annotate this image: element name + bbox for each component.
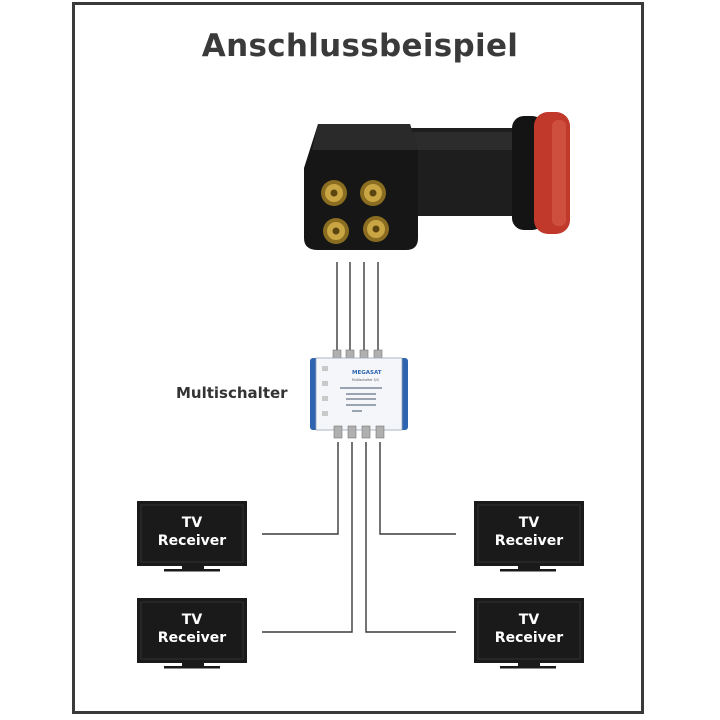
switch-model: Multischalter 5/4 — [352, 378, 379, 382]
tv-neck — [518, 566, 540, 569]
switch-brand: MEGASAT — [352, 370, 382, 376]
tv-neck — [182, 566, 204, 569]
tv-receiver: TV Receiver — [137, 501, 247, 572]
tv-label-line1: TV — [519, 612, 540, 628]
switch-print-marks — [340, 387, 382, 412]
tv-bezel — [140, 601, 244, 660]
tv-label-line2: Receiver — [158, 533, 226, 549]
lnb-connector — [363, 216, 389, 242]
tv-label-line2: Receiver — [495, 630, 563, 646]
receiver-cables — [262, 442, 456, 633]
tv-neck — [182, 663, 204, 666]
tv-foot — [164, 666, 220, 669]
cable — [262, 442, 339, 535]
tv-screen — [474, 501, 584, 566]
lnb-body-highlight — [400, 132, 530, 150]
switch-output-connectors — [333, 425, 385, 439]
tv-screen — [137, 598, 247, 663]
tv-receiver: TV Receiver — [137, 598, 247, 669]
lnb-cap — [534, 112, 570, 234]
tv-label-line1: TV — [519, 515, 540, 531]
lnb-connector — [321, 180, 347, 206]
quad-lnb-icon — [304, 112, 570, 250]
tv-foot — [500, 569, 556, 572]
multiswitch-icon: MEGASAT Multischalter 5/4 — [310, 349, 408, 439]
lnb-cables — [336, 262, 379, 358]
tv-foot — [500, 666, 556, 669]
tv-receiver: TV Receiver — [474, 598, 584, 669]
multiswitch-label: Multischalter — [176, 384, 288, 402]
tv-label-line2: Receiver — [495, 533, 563, 549]
tv-neck — [518, 663, 540, 666]
tv-bezel — [140, 504, 244, 563]
tv-label-line2: Receiver — [158, 630, 226, 646]
lnb-connector — [323, 218, 349, 244]
diagram-title: Anschlussbeispiel — [201, 28, 519, 64]
switch-side-ports — [322, 366, 328, 416]
lnb-housing-top — [312, 124, 418, 150]
tv-bezel — [477, 504, 581, 563]
tv-screen — [137, 501, 247, 566]
tv-bezel — [477, 601, 581, 660]
lnb-connector — [360, 180, 386, 206]
tv-foot — [164, 569, 220, 572]
cable — [379, 442, 456, 535]
cable — [262, 442, 353, 633]
tv-label-line1: TV — [182, 515, 203, 531]
tv-label-line1: TV — [182, 612, 203, 628]
lnb-cap-highlight — [552, 120, 566, 226]
tv-receiver: TV Receiver — [474, 501, 584, 572]
cable — [365, 442, 456, 633]
tv-screen — [474, 598, 584, 663]
